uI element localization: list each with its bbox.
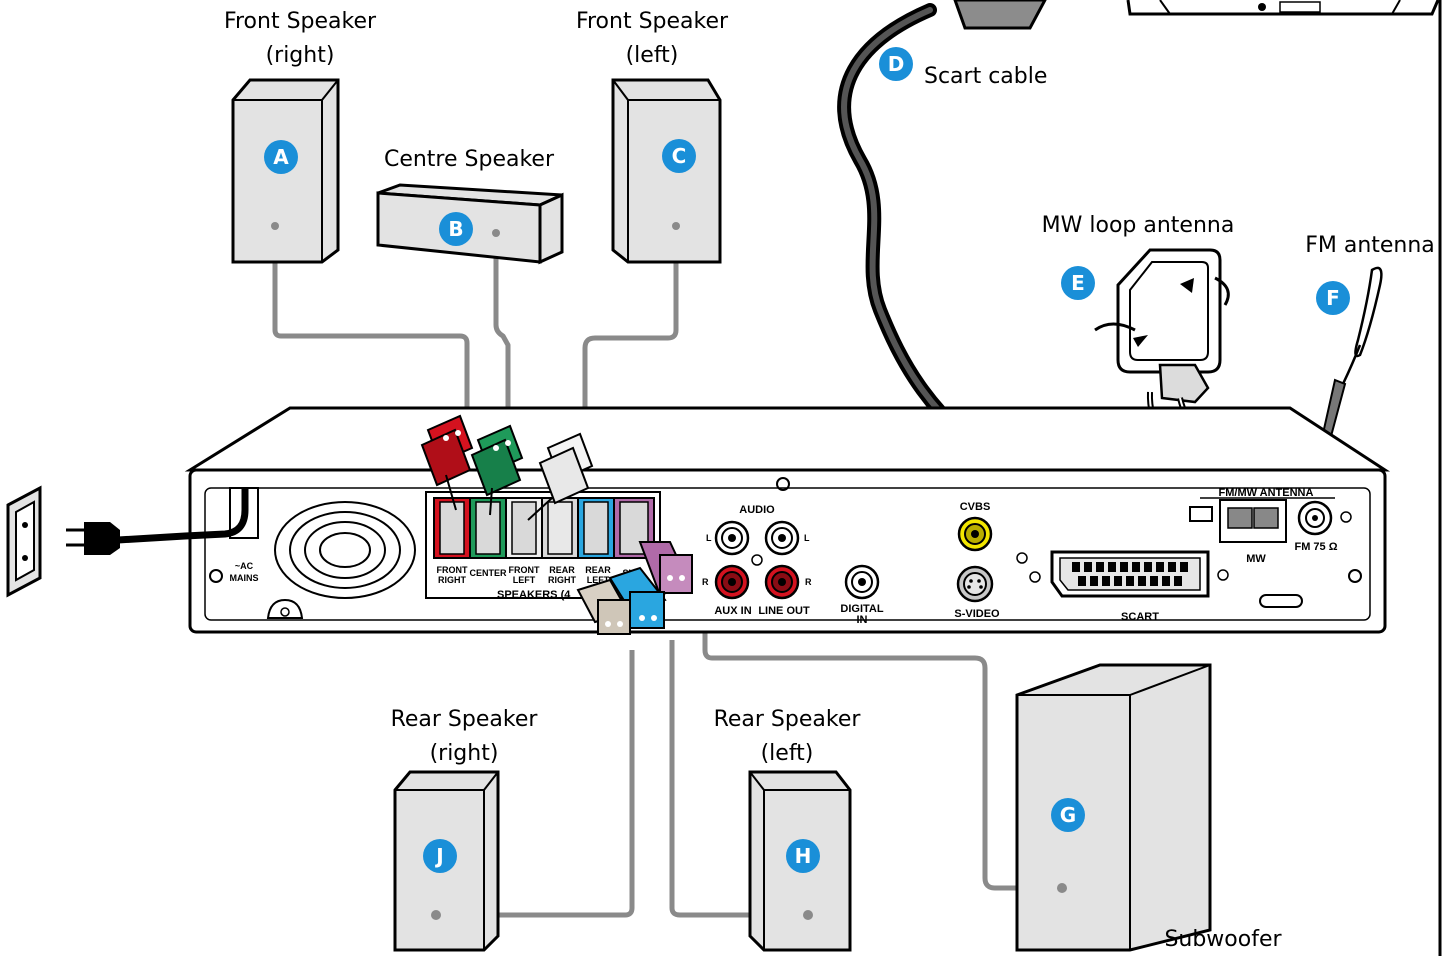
front-speaker-left-label-2: (left)	[626, 43, 679, 68]
digital-in-label-2: IN	[857, 614, 868, 626]
svg-text:J: J	[434, 844, 443, 868]
fm-75-jack	[1299, 502, 1331, 534]
badge-j: J	[423, 839, 457, 873]
fm-75-label: FM 75 Ω	[1294, 541, 1337, 553]
cvbs-jack	[959, 518, 991, 550]
rear-left-label-1: REAR	[585, 565, 611, 575]
svg-text:D: D	[888, 52, 905, 76]
subwoofer	[1017, 665, 1210, 950]
svg-text:E: E	[1071, 271, 1085, 295]
rear-right-label-2: RIGHT	[548, 575, 577, 585]
scart-label: SCART	[1121, 611, 1159, 623]
front-speaker-right-label-2: (right)	[266, 43, 335, 68]
audio-r-label-2: R	[805, 577, 812, 587]
line-out-r-jack	[766, 566, 798, 598]
front-left-label-2: LEFT	[513, 575, 536, 585]
svg-text:H: H	[795, 844, 812, 868]
mw-loop-antenna-label: MW loop antenna	[1042, 213, 1235, 238]
rear-speaker-left-label-2: (left)	[761, 741, 814, 766]
aux-in-r-jack	[716, 566, 748, 598]
front-right-label-2: RIGHT	[438, 575, 467, 585]
badge-h: H	[786, 839, 820, 873]
aux-in-label: AUX IN	[714, 605, 751, 617]
front-speaker-left-label-1: Front Speaker	[576, 9, 729, 34]
rear-right-label-1: REAR	[549, 565, 575, 575]
svg-text:G: G	[1060, 803, 1076, 827]
ac-label-1: ~AC	[235, 561, 254, 571]
audio-l-label-2: L	[804, 533, 810, 543]
subwoofer-label: Subwoofer	[1164, 927, 1282, 952]
svg-text:F: F	[1326, 286, 1340, 310]
aux-in-l-jack	[716, 522, 748, 554]
front-speaker-right-label-1: Front Speaker	[224, 9, 377, 34]
rear-speaker-right-label-2: (right)	[430, 741, 499, 766]
main-unit: ~AC MAINS FRONT RIGHT CENTER FRONT LEFT …	[190, 408, 1385, 632]
fm-mw-antenna-label: FM/MW ANTENNA	[1219, 487, 1314, 499]
front-left-label-1: FRONT	[509, 565, 540, 575]
scart-cable-label: Scart cable	[924, 64, 1047, 89]
scart-socket	[1052, 552, 1208, 596]
centre-speaker-label: Centre Speaker	[384, 147, 555, 172]
svg-text:A: A	[273, 145, 289, 169]
front-speaker-left	[613, 80, 720, 262]
badge-d: D	[879, 47, 913, 81]
badge-a: A	[264, 140, 298, 174]
line-out-label: LINE OUT	[758, 605, 810, 617]
rear-speaker-right-label-1: Rear Speaker	[391, 707, 539, 732]
badge-e: E	[1061, 266, 1095, 300]
center-label: CENTER	[469, 568, 507, 578]
front-right-label-1: FRONT	[437, 565, 468, 575]
cvbs-label: CVBS	[960, 501, 991, 513]
audio-r-label-1: R	[702, 577, 709, 587]
tv-unit	[1128, 0, 1438, 14]
rear-speaker-left-label-1: Rear Speaker	[714, 707, 862, 732]
ac-label-2: MAINS	[230, 573, 259, 583]
badge-b: B	[439, 212, 473, 246]
speakers-label: SPEAKERS (4	[497, 589, 571, 601]
badge-c: C	[662, 139, 696, 173]
fm-antenna-label: FM antenna	[1305, 233, 1435, 258]
audio-label: AUDIO	[739, 504, 775, 516]
s-video-jack	[958, 567, 992, 601]
svg-text:C: C	[672, 144, 687, 168]
wall-socket	[8, 488, 40, 595]
line-out-l-jack	[766, 522, 798, 554]
badge-g: G	[1051, 798, 1085, 832]
mw-label: MW	[1246, 553, 1266, 565]
audio-l-label-1: L	[706, 533, 712, 543]
svg-text:B: B	[448, 217, 463, 241]
badge-f: F	[1316, 281, 1350, 315]
digital-in-jack	[846, 566, 878, 598]
s-video-label: S-VIDEO	[954, 608, 1000, 620]
